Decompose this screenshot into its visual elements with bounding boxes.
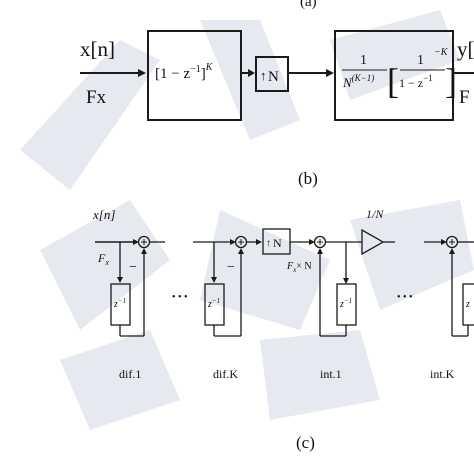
ellipsis-1: • • •	[172, 292, 188, 303]
top-upsample-label: N	[268, 69, 279, 85]
bottom-arrow-in	[133, 239, 139, 245]
top-int-bracket-left: [	[387, 61, 399, 101]
top-upsample-arrow: ↑	[260, 68, 267, 83]
stage-int1	[313, 235, 362, 337]
bottom-input-label: x[n]	[92, 207, 115, 222]
gain-triangle	[361, 228, 385, 256]
stage-difK	[204, 235, 262, 337]
difK-arrow-in	[230, 239, 236, 245]
caption-c: (c)	[296, 433, 315, 452]
bottom-upsample-label: N	[273, 236, 282, 250]
top-int-bracket-right: ]	[445, 61, 457, 101]
top-comb-text: [1 − z−1]K	[155, 62, 214, 82]
top-int-pow: −K	[434, 47, 449, 58]
bottom-input-rate: Fx	[97, 251, 109, 267]
top-input-label: x[n]	[80, 37, 115, 61]
ellipsis-2: • • •	[397, 292, 413, 303]
label-difK: dif.K	[213, 367, 238, 381]
top-arrow-3	[326, 69, 334, 77]
minus-dif1: −	[129, 260, 137, 275]
top-int-den: N(K−1)	[342, 73, 374, 90]
caption-a: (a)	[300, 0, 317, 10]
label-intK: int.K	[430, 367, 455, 381]
top-arrow-2	[248, 69, 255, 77]
caption-b: (b)	[298, 169, 318, 188]
top-output-rate: F	[459, 87, 470, 108]
delay-label-int1: z−1	[339, 297, 352, 310]
background-watermark	[20, 10, 474, 430]
delay-label-dif1: z−1	[113, 297, 126, 310]
delay-label-difK: z−1	[207, 297, 220, 310]
intK-arrow-in	[441, 239, 447, 245]
top-arrow-1	[138, 69, 146, 77]
top-int-num: 1	[360, 53, 367, 68]
label-dif1: dif.1	[119, 367, 141, 381]
top-int-inner-den: 1 − z−1	[399, 73, 433, 90]
top-comb-block	[147, 30, 242, 121]
bottom-upsample-arrow: ↑	[266, 238, 271, 249]
bottom-mid-rate: Fx× N	[286, 261, 312, 274]
stage-intK	[445, 235, 474, 337]
top-output-label: y[	[457, 37, 474, 61]
top-integrator-block	[334, 30, 454, 121]
int1-arrow-in	[309, 239, 315, 245]
gain-label: 1/N	[366, 207, 384, 221]
minus-difK: −	[227, 260, 235, 275]
delay-box-intK	[462, 283, 474, 326]
top-input-rate: Fx	[86, 87, 107, 108]
stage-dif1	[110, 235, 165, 337]
delay-label-intK: z	[465, 299, 470, 310]
top-int-inner-num: 1	[417, 53, 424, 68]
label-int1: int.1	[320, 367, 342, 381]
